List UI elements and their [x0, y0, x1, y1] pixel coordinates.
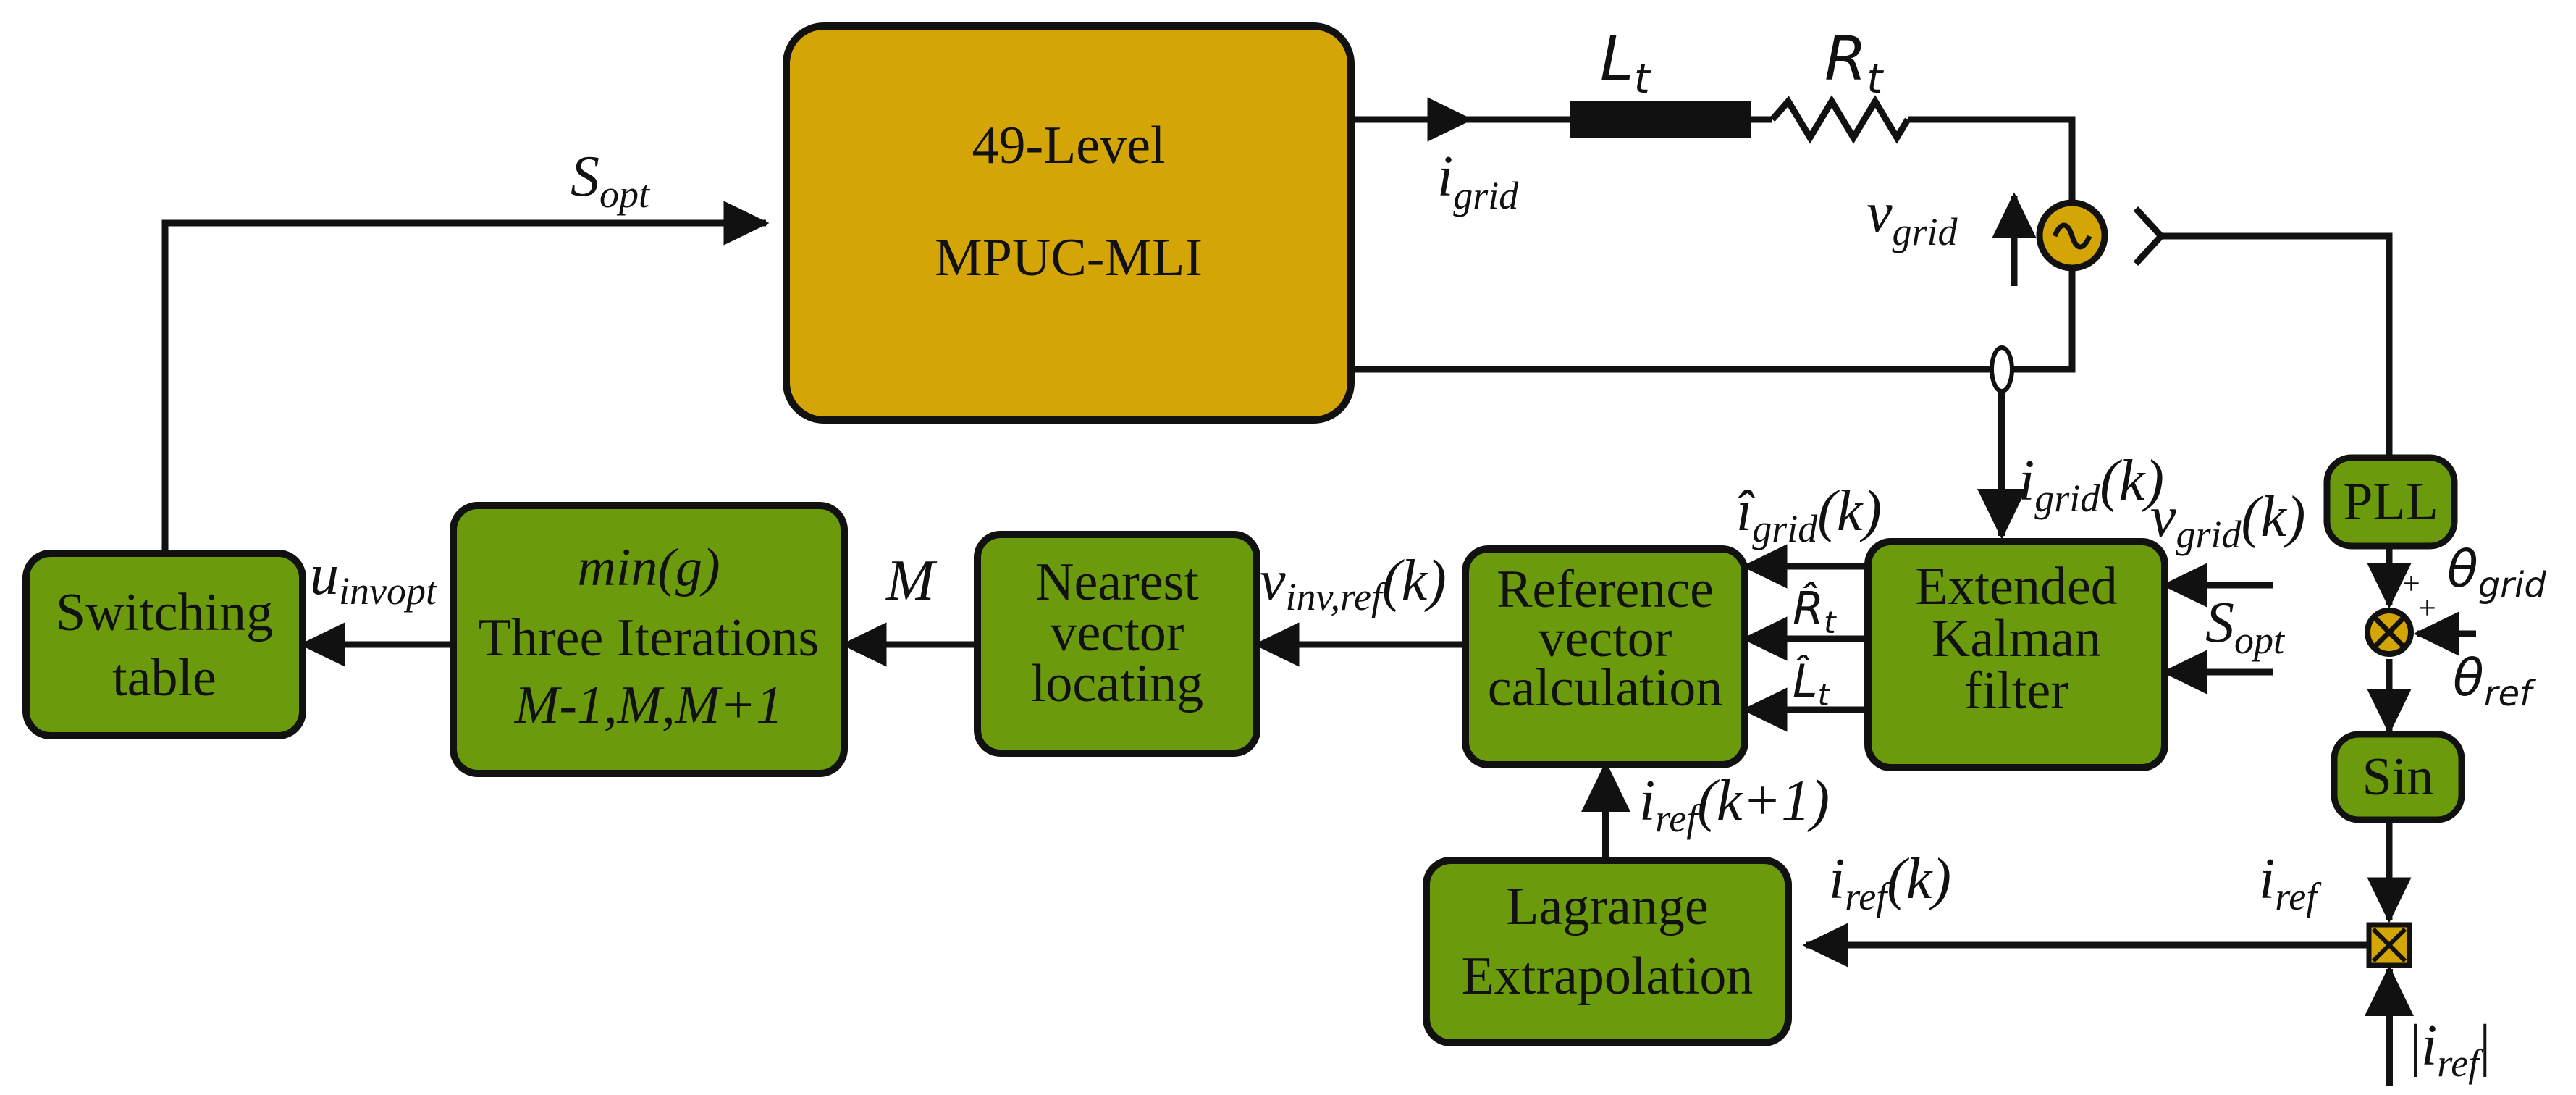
lagrange-line1: Lagrange — [1506, 877, 1708, 936]
label-abs-iref: |iref| — [2409, 1014, 2491, 1085]
min-g-block: min(g) Three Iterations M-1,M,M+1 — [450, 502, 848, 777]
multiplier-junction — [2366, 922, 2412, 968]
label-sopt-right: Sopt — [2205, 591, 2286, 662]
sin-block: Sin — [2331, 731, 2465, 823]
min-g-line1: min(g) — [577, 538, 720, 597]
label-rt: Rt — [1824, 23, 1884, 103]
label-lt-hat: L̂t — [1793, 655, 1831, 713]
vgrid-to-pll-wire — [2161, 232, 2393, 455]
reference-line2: vector — [1539, 609, 1672, 668]
ekf-line2: Kalman — [1932, 609, 2101, 668]
lagrange-line2: Extrapolation — [1462, 947, 1754, 1006]
label-sopt-top: Sopt — [571, 145, 651, 216]
label-uinvopt: uinvopt — [310, 543, 438, 613]
ekf-line1: Extended — [1915, 557, 2117, 616]
mli-title-line1: 49-Level — [972, 116, 1165, 175]
label-vgrid-k: vgrid(k) — [2150, 485, 2305, 556]
mli-block: 49-Level MPUC-MLI — [783, 22, 1355, 424]
ac-sine-icon — [2052, 222, 2092, 250]
label-igrid: igrid — [1437, 145, 1519, 217]
label-vinv-ref-k: vinv,ref(k) — [1260, 549, 1447, 618]
nearest-line3: locating — [1031, 654, 1203, 713]
grid-return-wire — [1351, 268, 2076, 373]
ekf-block: Extended Kalman filter — [1864, 538, 2168, 771]
ekf-line3: filter — [1964, 661, 2068, 721]
nearest-line1: Nearest — [1035, 553, 1199, 612]
switching-table-line2: table — [112, 648, 216, 708]
pll-block: PLL — [2323, 454, 2458, 550]
nearest-line2: vector — [1051, 603, 1184, 663]
lagrange-block: Lagrange Extrapolation — [1423, 857, 1792, 1046]
label-m: M — [885, 549, 938, 613]
label-igrid-k: igrid(k) — [2019, 449, 2164, 520]
sin-label: Sin — [2362, 747, 2434, 807]
resistor-symbol — [1769, 95, 1911, 144]
switching-table-block: Switching table — [22, 550, 306, 739]
label-iref-k: iref(k) — [1829, 847, 1951, 918]
min-g-line3: M-1,M,M+1 — [514, 676, 783, 735]
label-iref: iref — [2259, 847, 2322, 918]
reference-vector-block: Reference vector calculation — [1462, 545, 1748, 768]
pll-label: PLL — [2343, 472, 2438, 532]
resistor-grid-wire — [1908, 116, 2076, 203]
label-lt: Lt — [1600, 23, 1651, 103]
reference-line3: calculation — [1488, 658, 1723, 718]
label-rt-hat: R̂t — [1793, 582, 1837, 640]
switching-table-line1: Switching — [56, 583, 273, 642]
label-igrid-hat-k: îgrid(k) — [1736, 479, 1882, 550]
label-vgrid: vgrid — [1866, 181, 1958, 253]
inductor-symbol — [1570, 101, 1751, 138]
sopt-feedback-wire — [161, 201, 770, 550]
label-theta-ref: θref — [2453, 648, 2536, 714]
nearest-vector-block: Nearest vector locating — [974, 531, 1260, 757]
mli-title-line2: MPUC-MLI — [935, 228, 1203, 288]
reference-line1: Reference — [1497, 560, 1714, 619]
plus-sign-right: + — [2418, 590, 2436, 626]
label-iref-k1: iref(k+1) — [1639, 769, 1830, 840]
label-theta-grid: θgrid — [2447, 540, 2546, 605]
min-g-line2: Three Iterations — [479, 608, 820, 668]
voltage-sense-chevron — [2133, 206, 2166, 267]
summing-junction — [2365, 608, 2414, 657]
current-sensor — [1990, 345, 2014, 393]
plus-sign-top: + — [2402, 566, 2420, 601]
